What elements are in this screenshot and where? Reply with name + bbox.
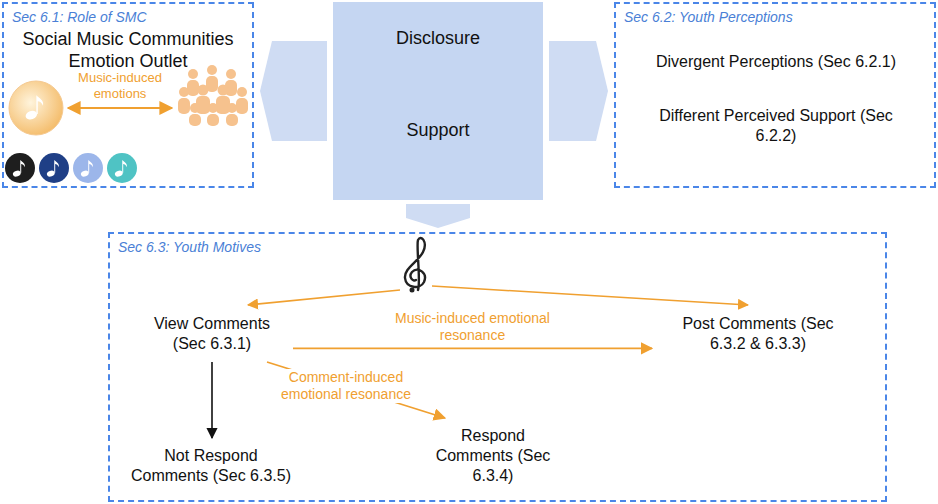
block-arrow bbox=[260, 41, 327, 141]
people-icon bbox=[178, 65, 248, 126]
emotion-arrow bbox=[68, 107, 172, 109]
node-label: Not Respond Comments (Sec 6.3.5) bbox=[128, 446, 294, 486]
section-heading: Sec 6.1: Role of SMC bbox=[4, 4, 252, 25]
connector-arrow bbox=[267, 362, 445, 418]
node-label: Respond Comments (Sec 6.3.4) bbox=[421, 426, 565, 486]
clef-arrow bbox=[432, 286, 748, 305]
motive-item: View Comments (Sec 6.3.1) bbox=[135, 310, 289, 358]
block-arrow bbox=[549, 41, 608, 141]
node-label: Divergent Perceptions (Sec 6.2.1) bbox=[642, 52, 910, 72]
emotion-label: Music-induced emotions bbox=[62, 70, 178, 101]
treble-clef bbox=[405, 238, 425, 293]
connector-arrow bbox=[293, 347, 652, 349]
topic-item: Divergent Perceptions (Sec 6.2.1) bbox=[636, 48, 916, 76]
topic-item: Different Perceived Support (Sec 6.2.2) bbox=[636, 102, 916, 150]
edge-label: Comment-induced emotional resonance bbox=[269, 369, 423, 403]
node-label: Disclosure bbox=[333, 28, 543, 49]
block-arrow bbox=[406, 204, 470, 228]
node-label: Post Comments (Sec 6.3.2 & 6.3.3) bbox=[664, 314, 852, 354]
motive-item: Post Comments (Sec 6.3.2 & 6.3.3) bbox=[658, 310, 858, 358]
node-label: Support bbox=[333, 120, 543, 141]
section-heading: Sec 6.2: Youth Perceptions bbox=[616, 4, 934, 25]
edge-label: Music-induced emotional resonance bbox=[388, 310, 558, 344]
motive-item: Not Respond Comments (Sec 6.3.5) bbox=[122, 442, 300, 490]
section-panel: Sec 6.3: Youth MotivesView Comments (Sec… bbox=[108, 232, 887, 502]
section-panel: Sec 6.2: Youth PerceptionsDivergent Perc… bbox=[614, 2, 936, 188]
node-label: Social Music Communities Emotion Outlet bbox=[4, 25, 252, 72]
section-heading: Sec 6.3: Youth Motives bbox=[110, 234, 885, 255]
node-label: View Comments (Sec 6.3.1) bbox=[141, 314, 283, 354]
clef-arrow bbox=[248, 290, 400, 305]
motive-item: Respond Comments (Sec 6.3.4) bbox=[415, 422, 571, 490]
core-box: DisclosureSupport bbox=[333, 2, 543, 200]
note-circles bbox=[5, 153, 137, 183]
connector-arrow bbox=[211, 362, 213, 438]
music-icon bbox=[9, 81, 63, 135]
node-label: Different Perceived Support (Sec 6.2.2) bbox=[642, 106, 910, 146]
